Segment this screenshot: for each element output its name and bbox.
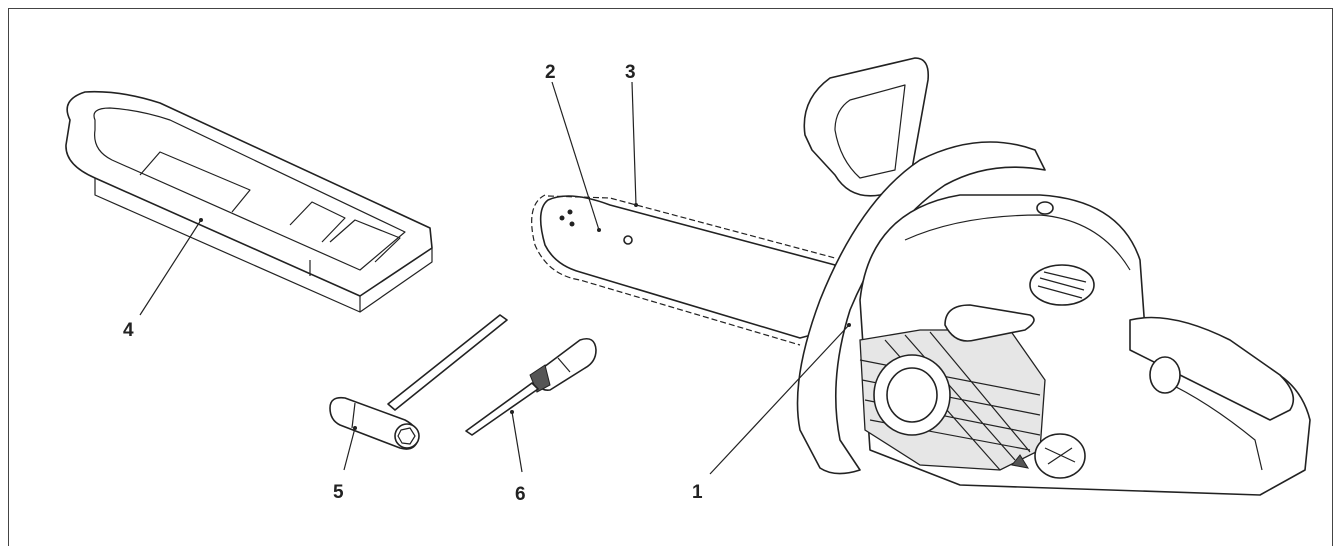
screwdriver (465, 337, 597, 436)
callout-2: 2 (545, 62, 556, 83)
figure-frame (8, 8, 1333, 546)
t-wrench (329, 314, 508, 450)
callout-6: 6 (515, 484, 526, 505)
chainsaw (796, 57, 1311, 496)
callout-4: 4 (123, 320, 134, 341)
leader-lines (139, 81, 851, 475)
callout-1: 1 (692, 482, 703, 503)
guide-bar-cover (65, 90, 433, 313)
saw-chain (531, 194, 836, 346)
callout-3: 3 (625, 62, 636, 83)
callout-5: 5 (333, 482, 344, 503)
guide-bar (539, 195, 836, 339)
cover-vent (1029, 264, 1095, 306)
